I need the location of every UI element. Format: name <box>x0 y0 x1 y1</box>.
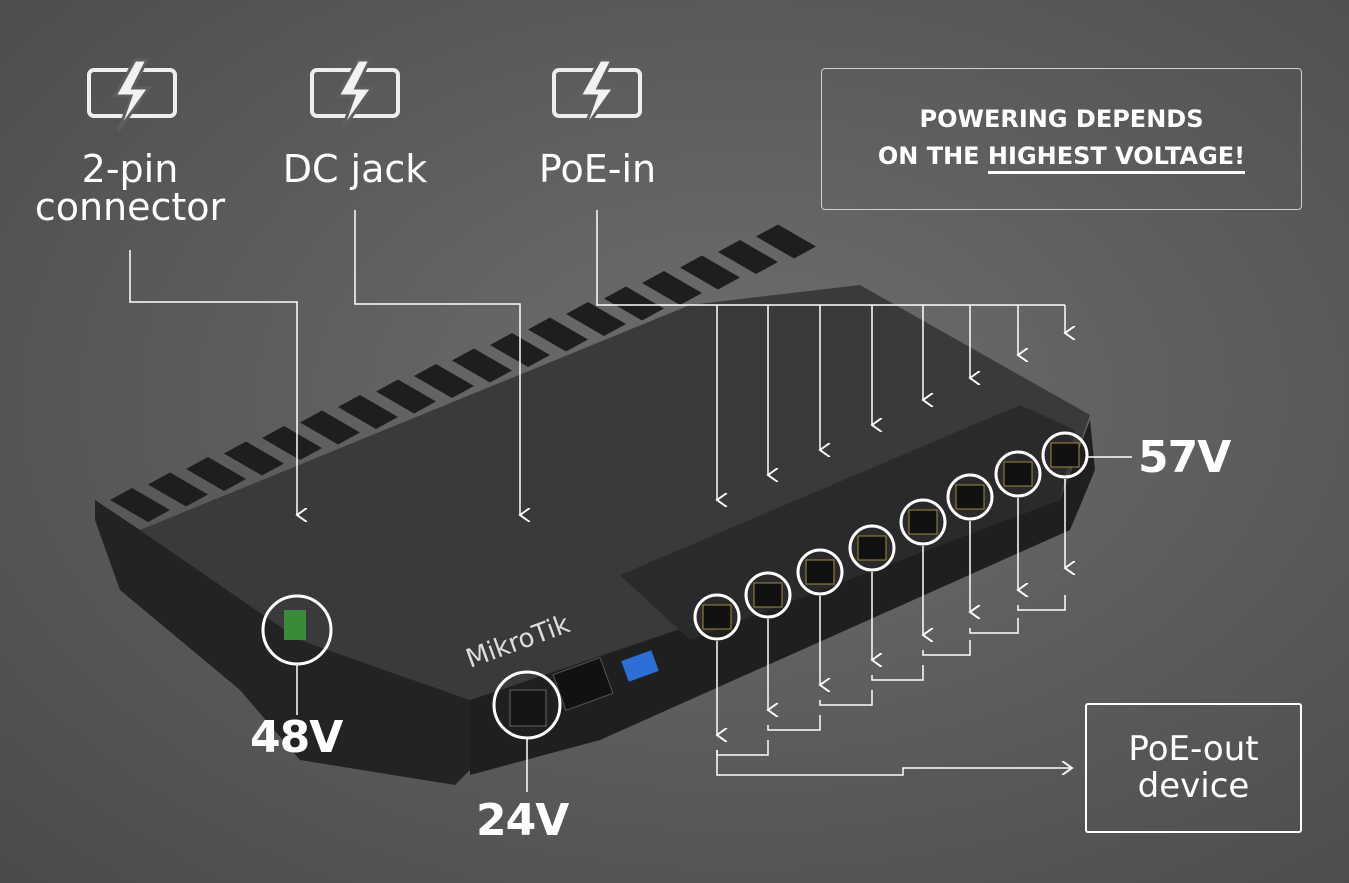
heatsink-fin <box>224 441 284 476</box>
ethernet-port <box>857 535 887 561</box>
heatsink-fin <box>528 317 588 352</box>
dc-jack-line <box>354 210 520 515</box>
ethernet-port <box>908 509 938 535</box>
heatsink-fin <box>300 410 360 445</box>
label-line1: DC jack <box>282 147 428 191</box>
label-line1: 2-pin <box>81 147 179 191</box>
port-highlight-circle <box>796 548 844 596</box>
ethernet-port <box>1050 442 1080 468</box>
ethernet-port <box>702 604 732 630</box>
port-highlight-circle <box>848 524 896 572</box>
heatsink-fin <box>452 348 512 383</box>
ethernet-port <box>955 484 985 510</box>
port-highlight-circle <box>994 450 1042 498</box>
port-highlight-circle <box>946 473 994 521</box>
poe-out-line1: PoE-out <box>1128 729 1259 769</box>
poe-out-line <box>716 750 1072 776</box>
heatsink-fin <box>186 457 246 491</box>
note-line2-prefix: ON THE <box>877 142 988 170</box>
ethernet-port <box>805 559 835 585</box>
heatsink-fin <box>148 472 208 507</box>
heatsink-fin <box>338 395 398 429</box>
voltage-48v: 48V <box>250 712 343 763</box>
heatsink-fin <box>604 286 664 321</box>
router-device: MikroTik <box>95 224 1095 785</box>
port-panel <box>620 405 1075 640</box>
device-top <box>140 285 1090 700</box>
heatsink-fin <box>718 240 778 274</box>
port-highlight-circle <box>693 593 741 641</box>
poe-in-line <box>596 210 1065 306</box>
two-pin-connector <box>284 610 306 640</box>
label-line1: PoE-in <box>538 147 657 191</box>
poe-out-line2: device <box>1137 766 1250 806</box>
port-highlight-circle <box>1041 431 1089 479</box>
bracket-line <box>871 665 924 681</box>
bracket-line <box>922 640 971 656</box>
bracket-line <box>969 618 1019 634</box>
battery-bolt-icon <box>87 58 177 131</box>
battery-bolt-icon <box>310 58 400 131</box>
port-highlight-circle <box>899 498 947 546</box>
label-line2: connector <box>34 185 226 229</box>
heatsink-fin <box>414 364 474 398</box>
bracket-line <box>1017 595 1066 611</box>
usb-port <box>621 650 659 682</box>
bracket-line <box>819 690 873 706</box>
note-line1: POWERING DEPENDS <box>919 105 1204 133</box>
voltage-57v: 57V <box>1138 432 1231 483</box>
bracket-line <box>767 715 821 731</box>
ethernet-port <box>753 582 783 608</box>
heatsink-fin <box>566 302 626 336</box>
heatsink-fin <box>756 224 816 259</box>
heatsink-fin <box>642 271 702 305</box>
ethernet-port <box>1003 461 1033 487</box>
bracket-line <box>716 740 769 756</box>
voltage-24v: 24V <box>476 795 569 846</box>
two-pin-line <box>129 250 297 515</box>
sfp-port <box>552 656 614 712</box>
heatsink-fin <box>110 488 170 522</box>
heatsink-fin <box>376 379 436 414</box>
device-side <box>95 500 470 785</box>
heatsink-fin <box>680 255 740 290</box>
poe-out-device-box: PoE-out device <box>1085 703 1302 833</box>
note-emphasis: HIGHEST VOLTAGE! <box>987 142 1246 174</box>
port-highlight-circle <box>744 571 792 619</box>
heatsink-fin <box>262 426 322 460</box>
battery-bolt-icon <box>552 58 642 131</box>
dc-jack <box>509 689 547 727</box>
connection-lines <box>129 210 1132 792</box>
powering-note: POWERING DEPENDS ON THE HIGHEST VOLTAGE! <box>821 68 1302 210</box>
